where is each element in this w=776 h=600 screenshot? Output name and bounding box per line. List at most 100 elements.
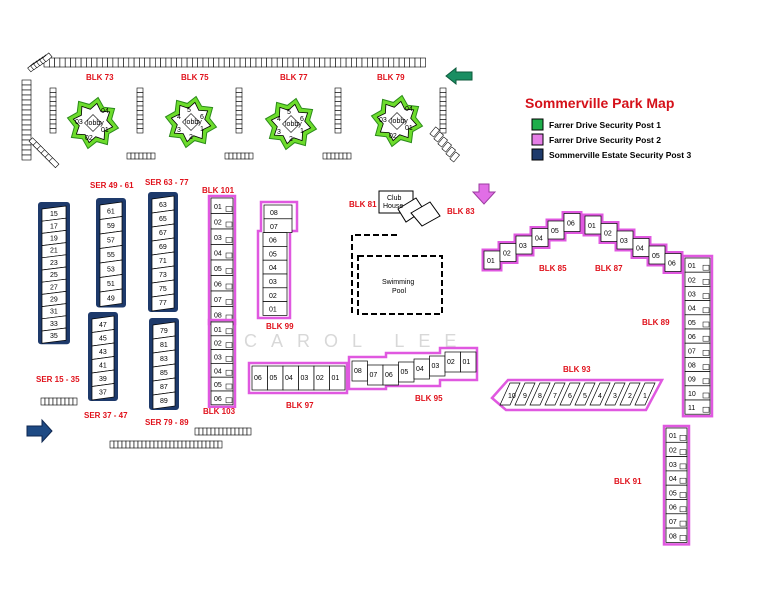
unit-08: 08 bbox=[214, 312, 222, 319]
unit-07: 07 bbox=[214, 297, 222, 304]
unit-03: 03 bbox=[379, 117, 387, 124]
label-blk99: BLK 99 bbox=[266, 322, 294, 331]
block-labels: BLK 73 BLK 75 BLK 77 BLK 79 BLK 81 BLK 8… bbox=[36, 73, 670, 486]
unit-04: 04 bbox=[269, 265, 277, 272]
carpark-vert-4 bbox=[439, 87, 447, 134]
unit-04: 04 bbox=[688, 306, 696, 313]
unit-53: 53 bbox=[107, 266, 115, 273]
unit-05: 05 bbox=[270, 375, 278, 382]
unit-67: 67 bbox=[159, 230, 167, 237]
label-blk87: BLK 87 bbox=[595, 264, 623, 273]
unit-49: 49 bbox=[107, 295, 115, 302]
legend-swatch-post2 bbox=[531, 133, 544, 146]
label-blk103: BLK 103 bbox=[203, 407, 236, 416]
unit-55: 55 bbox=[107, 252, 115, 259]
unit-04: 04 bbox=[669, 476, 677, 483]
unit-2: 2 bbox=[289, 136, 293, 143]
clubhouse-label-2: House bbox=[383, 203, 403, 210]
unit-03: 03 bbox=[688, 292, 696, 299]
clubhouse-label: Club bbox=[387, 195, 402, 202]
legend-label-post3: Sommerville Estate Security Post 3 bbox=[549, 150, 691, 160]
clubhouse[interactable]: Club House bbox=[378, 190, 441, 227]
unit-43: 43 bbox=[99, 349, 107, 356]
unit-01: 01 bbox=[688, 263, 696, 270]
unit-05: 05 bbox=[401, 369, 409, 376]
unit-6: 6 bbox=[568, 393, 572, 400]
unit-10: 10 bbox=[688, 391, 696, 398]
lobby-label: lobby bbox=[87, 120, 104, 127]
label-ser6377: SER 63 - 77 bbox=[145, 178, 189, 187]
label-blk91: BLK 91 bbox=[614, 477, 642, 486]
unit-04: 04 bbox=[214, 368, 222, 375]
unit-01: 01 bbox=[101, 127, 109, 134]
unit-07: 07 bbox=[669, 519, 677, 526]
label-ser3747: SER 37 - 47 bbox=[84, 411, 128, 420]
label-blk83: BLK 83 bbox=[447, 207, 475, 216]
lobby-label: lobby bbox=[185, 119, 202, 126]
unit-51: 51 bbox=[107, 281, 115, 288]
unit-08: 08 bbox=[669, 533, 677, 540]
unit-02: 02 bbox=[669, 447, 677, 454]
unit-23: 23 bbox=[50, 260, 58, 267]
unit-04: 04 bbox=[535, 236, 543, 243]
unit-81: 81 bbox=[160, 342, 168, 349]
unit-01: 01 bbox=[669, 433, 677, 440]
swimming-pool[interactable]: Swimming Pool bbox=[351, 234, 443, 315]
unit-06: 06 bbox=[214, 396, 222, 403]
label-blk75: BLK 75 bbox=[181, 73, 209, 82]
unit-01: 01 bbox=[214, 204, 222, 211]
unit-59: 59 bbox=[107, 223, 115, 230]
lobby-label: lobby bbox=[285, 121, 302, 128]
label-blk101: BLK 101 bbox=[202, 186, 235, 195]
unit-06: 06 bbox=[254, 375, 262, 382]
unit-35: 35 bbox=[50, 333, 58, 340]
label-blk77: BLK 77 bbox=[280, 73, 308, 82]
unit-06: 06 bbox=[668, 261, 676, 268]
entrance-arrow-green bbox=[445, 66, 473, 86]
unit-69: 69 bbox=[159, 244, 167, 251]
unit-83: 83 bbox=[160, 356, 168, 363]
unit-4: 4 bbox=[277, 116, 281, 123]
unit-19: 19 bbox=[50, 236, 58, 243]
unit-07: 07 bbox=[688, 348, 696, 355]
unit-3: 3 bbox=[277, 129, 281, 136]
unit-65: 65 bbox=[159, 216, 167, 223]
unit-7: 7 bbox=[553, 393, 557, 400]
unit-02: 02 bbox=[447, 359, 455, 366]
unit-3: 3 bbox=[177, 127, 181, 134]
unit-29: 29 bbox=[50, 297, 58, 304]
label-ser4961: SER 49 - 61 bbox=[90, 181, 134, 190]
unit-77: 77 bbox=[159, 300, 167, 307]
label-blk81: BLK 81 bbox=[349, 200, 377, 209]
carpark-vert-1 bbox=[136, 87, 144, 134]
label-ser7989: SER 79 - 89 bbox=[145, 418, 189, 427]
unit-8: 8 bbox=[538, 393, 542, 400]
unit-37: 37 bbox=[99, 389, 107, 396]
legend-swatch-post3 bbox=[531, 148, 544, 161]
unit-05: 05 bbox=[688, 320, 696, 327]
unit-06: 06 bbox=[385, 372, 393, 379]
unit-31: 31 bbox=[50, 309, 58, 316]
pool-label: Swimming bbox=[382, 279, 414, 286]
carpark-corner bbox=[27, 52, 460, 169]
